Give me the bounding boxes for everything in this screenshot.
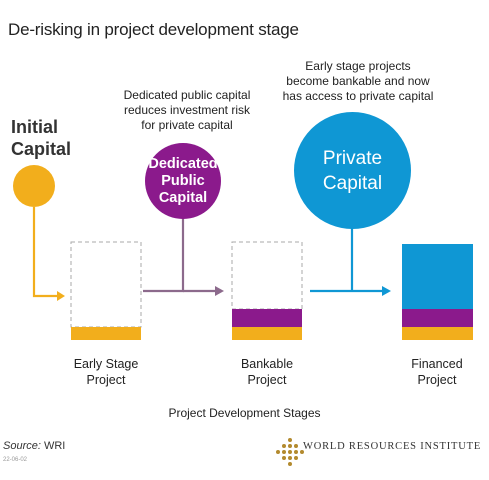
initial-capital-label: Initial Capital xyxy=(11,116,71,160)
stage-label-bankable-line-2: Project xyxy=(247,373,287,387)
initial-capital-label-line-1: Initial xyxy=(11,117,59,137)
dedicated-circle-line-1: Dedicated xyxy=(148,155,218,172)
public-capital-note: Dedicated public capital reduces investm… xyxy=(112,88,262,133)
private-capital-arrowhead xyxy=(382,286,391,296)
financed-orange-segment xyxy=(402,327,473,340)
stage-label-early-line-2: Project xyxy=(86,373,126,387)
wri-logo-icon xyxy=(276,438,304,466)
bankable-box xyxy=(231,241,303,310)
public-capital-note-line-2: reduces investment risk xyxy=(123,103,251,117)
public-capital-note-line-3: for private capital xyxy=(141,118,233,132)
stage-label-early: Early Stage Project xyxy=(56,356,156,388)
public-capital-arrowhead xyxy=(215,286,224,296)
wri-logo-text: WORLD RESOURCES INSTITUTE xyxy=(303,441,482,452)
stage-label-financed: Financed Project xyxy=(387,356,487,388)
stage-label-financed-line-1: Financed xyxy=(411,357,463,371)
stage-label-bankable: Bankable Project xyxy=(217,356,317,388)
source-value: WRI xyxy=(43,440,66,452)
stage-label-early-line-1: Early Stage xyxy=(73,357,139,371)
initial-capital-label-line-2: Capital xyxy=(11,139,72,159)
private-circle-line-1: Private xyxy=(322,147,383,169)
early-stage-box xyxy=(70,241,142,328)
bankable-orange-segment xyxy=(232,327,302,340)
page-title: De-risking in project development stage xyxy=(8,20,299,39)
financed-blue-segment xyxy=(402,244,473,309)
private-capital-note: Early stage projects become bankable and… xyxy=(278,59,438,104)
source-label: Source: xyxy=(3,440,41,452)
financed-purple-segment xyxy=(402,309,473,327)
bankable-purple-segment xyxy=(232,309,302,327)
private-capital-note-line-1: Early stage projects xyxy=(305,59,411,73)
private-circle-line-2: Capital xyxy=(322,172,383,194)
graphic-code: 22-06-02 xyxy=(3,457,28,463)
initial-capital-arrowhead xyxy=(57,291,65,301)
stage-label-financed-line-2: Project xyxy=(417,373,457,387)
dedicated-circle-line-2: Public xyxy=(161,172,205,189)
private-capital-circle: Private Capital xyxy=(294,112,411,229)
private-capital-note-line-2: become bankable and now xyxy=(286,74,430,88)
initial-capital-connector xyxy=(32,207,57,298)
initial-capital-circle xyxy=(13,165,55,207)
public-capital-note-line-1: Dedicated public capital xyxy=(123,88,251,102)
source-credit: Source: WRI xyxy=(3,440,65,452)
dedicated-public-capital-circle: Dedicated Public Capital xyxy=(145,143,221,219)
stage-label-bankable-line-1: Bankable xyxy=(240,357,294,371)
private-capital-note-line-3: has access to private capital xyxy=(282,89,434,103)
dedicated-circle-line-3: Capital xyxy=(158,189,208,206)
axis-label: Project Development Stages xyxy=(168,406,321,420)
early-stage-orange-segment xyxy=(71,327,141,340)
